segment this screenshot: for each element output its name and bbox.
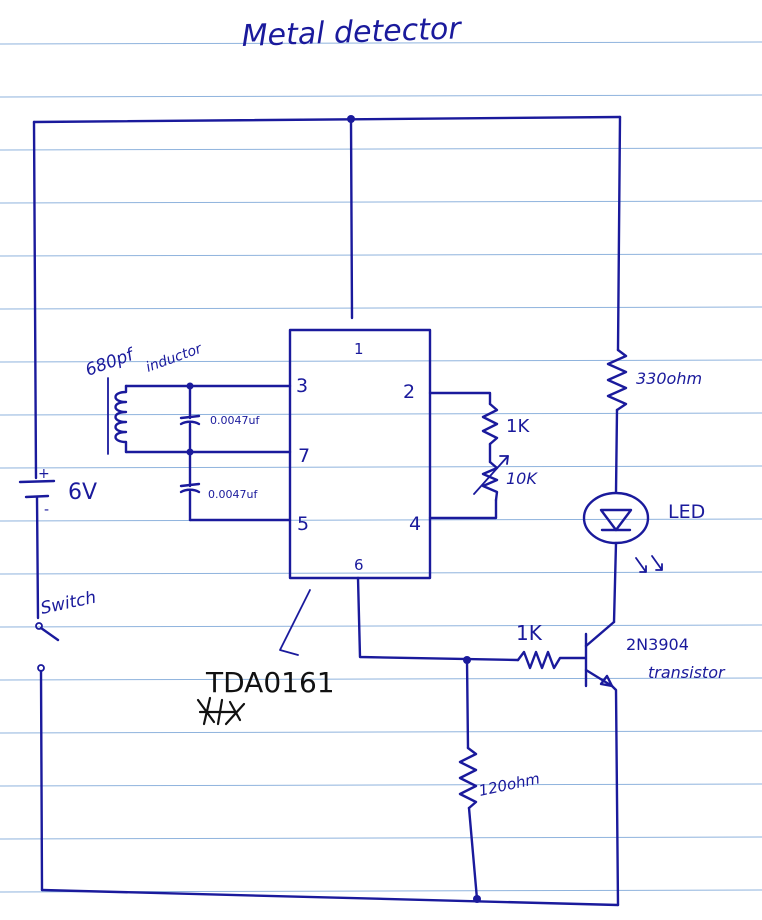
ic-label-pointer [279,589,311,656]
ic-pin1-wire [349,117,354,320]
bottom-rail-wire [40,888,620,907]
ic-pin-2: 2 [403,381,415,403]
scribble-mark [196,696,246,726]
r120-bottom-wire [467,806,479,901]
battery-plus-sign: + [38,466,50,482]
ic-part-label: TDA0161 [205,666,335,699]
resistor-base-label: 1K [516,621,543,645]
pot-10k-label: 10K [506,469,538,488]
resistor-330-label: 330ohm [636,369,702,388]
pin2-wire [428,391,492,406]
transistor-type-label: transistor [648,663,726,682]
led-symbol [582,491,663,573]
pin4-wire [428,498,498,520]
ic-pin-1: 1 [354,340,364,358]
capacitor-2-label: 0.0047uf [208,488,258,501]
pin6-wire [356,576,520,662]
ic-pin-7: 7 [298,445,310,467]
tank-capacitor-label: 680pf [83,344,139,381]
ic-pin-5: 5 [297,513,309,535]
ic-pin-4: 4 [409,513,421,535]
capacitor-2-symbol [179,450,201,522]
battery-voltage-label: 6V [68,480,97,505]
r120-top-wire [465,658,470,750]
switch-label: Switch [39,588,98,619]
right-rail-wire-collector [612,541,618,624]
resistor-120-label: 120ohm [477,769,541,799]
resistor-base-symbol [516,650,587,670]
resistor-1k-pot-network [473,402,509,502]
transistor-part-label: 2N3904 [626,635,689,654]
ic-body [288,328,432,580]
left-rail-wire-upper [32,120,38,480]
inductor-symbol [107,377,128,455]
tank-inductor-label: inductor [144,340,205,375]
ic-pin-6: 6 [354,556,364,574]
battery-minus-sign: - [44,502,49,518]
top-rail-wire [32,115,622,124]
resistor-330-symbol [606,348,628,412]
right-rail-wire-led [614,408,619,494]
led-label: LED [668,501,705,523]
ruled-lines [0,41,762,893]
resistor-120-symbol [458,746,478,810]
ic-pin-3: 3 [296,375,308,397]
capacitor-1-label: 0.0047uf [210,414,260,427]
right-rail-wire-top [616,115,622,352]
left-rail-wire-lower [39,669,44,892]
capacitor-1-symbol [179,384,201,454]
transistor-symbol [584,620,616,688]
diagram-title: Metal detector [241,11,463,54]
switch-symbol [35,622,60,672]
left-rail-wire-mid [35,495,40,620]
resistor-1k-label: 1K [506,416,530,437]
emitter-wire [610,684,620,907]
